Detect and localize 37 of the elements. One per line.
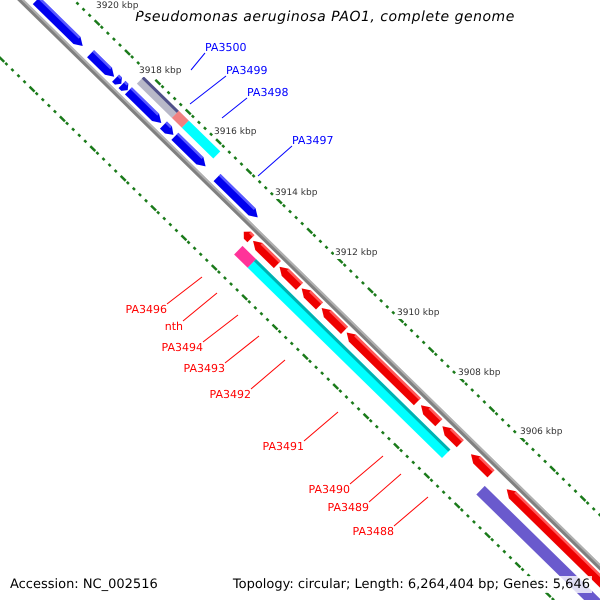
gene-label: PA3500	[205, 42, 246, 53]
scale-tick-label: 3914 kbp	[274, 188, 318, 199]
gene-label: PA3494	[162, 342, 203, 353]
leader-line	[258, 146, 292, 176]
accession-text: Accession: NC_002516	[8, 576, 160, 593]
scale-tick-label: 3918 kbp	[138, 66, 182, 77]
gene-label: PA3498	[247, 87, 288, 98]
leader-line	[190, 76, 226, 104]
gene-label: PA3496	[126, 304, 167, 315]
scale-tick-label: 3920 kbp	[95, 1, 140, 12]
gene-label: PA3491	[262, 441, 304, 452]
scale-tick-label: 3912 kbp	[334, 248, 378, 259]
gene-label: PA3489	[328, 502, 369, 513]
leader-line	[202, 314, 238, 342]
leader-line	[182, 292, 218, 322]
genome-info-text: Topology: circular; Length: 6,264,404 bp; Genes: 5,646	[230, 576, 592, 593]
gene-label: PA3493	[184, 363, 225, 374]
leader-line	[190, 52, 206, 70]
scale-tick-label: 3908 kbp	[457, 368, 502, 379]
gene-label: PA3490	[308, 484, 350, 495]
gene-label: PA3488	[352, 526, 394, 537]
leader-line	[350, 456, 384, 484]
scale-tick-label: 3906 kbp	[519, 427, 564, 438]
leader-line	[222, 98, 248, 118]
scale-tick-label: 3916 kbp	[213, 127, 258, 138]
gene-label: PA3497	[292, 135, 334, 146]
leader-line	[166, 276, 202, 304]
gene-label: PA3492	[210, 389, 251, 400]
gene-label: PA3499	[226, 65, 268, 76]
diagram-title: Pseudomonas aeruginosa PAO1, complete genome	[135, 10, 516, 24]
gene-label: nth	[164, 321, 183, 332]
leader-line	[250, 360, 286, 390]
leader-line	[368, 474, 402, 502]
scale-tick-label: 3910 kbp	[396, 308, 440, 319]
leader-line	[304, 412, 338, 442]
leader-line	[224, 336, 260, 364]
leader-line	[394, 496, 428, 526]
